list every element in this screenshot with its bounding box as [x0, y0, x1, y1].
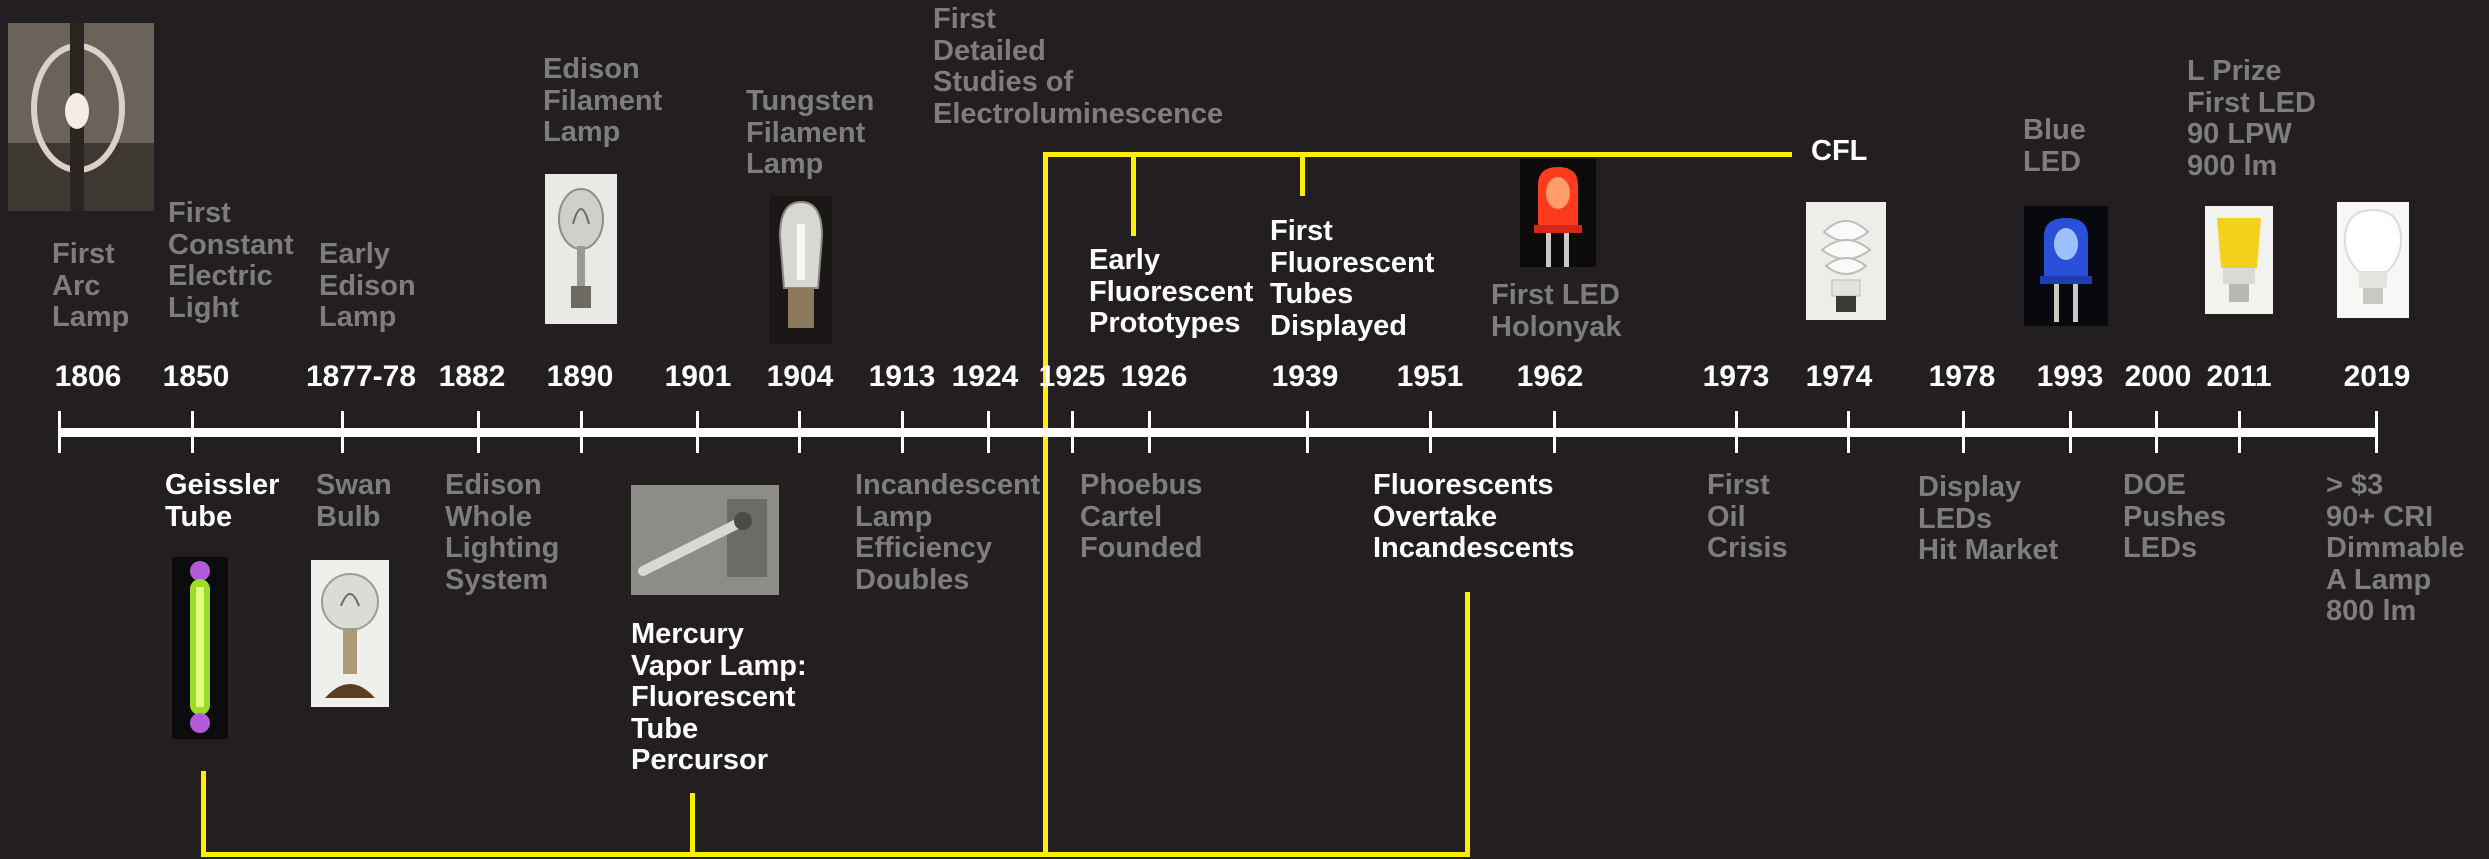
connector-line	[203, 852, 1469, 857]
year-label: 1993	[2037, 360, 2104, 394]
arc-lamp-photo	[8, 23, 154, 211]
year-label: 1890	[547, 360, 614, 394]
axis-tick	[2375, 411, 2378, 453]
event-label: CFL	[1811, 136, 1867, 168]
event-label: DOE Pushes LEDs	[2123, 470, 2226, 565]
year-label: 1877-78	[306, 360, 416, 394]
year-label: 2011	[2206, 360, 2271, 394]
axis-tick	[2155, 411, 2158, 453]
red-led-photo	[1520, 159, 1596, 267]
event-label: L Prize First LED 90 LPW 900 lm	[2187, 56, 2316, 182]
event-label: Geissler Tube	[165, 470, 279, 533]
axis-tick	[798, 411, 801, 453]
year-label: 1850	[163, 360, 230, 394]
event-label: First Detailed Studies of Electrolumines…	[933, 4, 1223, 130]
axis-tick	[987, 411, 990, 453]
year-label: 1924	[952, 360, 1019, 394]
year-label: 1806	[55, 360, 122, 394]
axis-tick	[341, 411, 344, 453]
year-label: 1925	[1039, 360, 1106, 394]
event-label: Edison Filament Lamp	[543, 54, 662, 149]
event-label: Early Edison Lamp	[319, 239, 416, 334]
year-label: 1973	[1703, 360, 1770, 394]
a-lamp-led-bulb-photo	[2337, 202, 2409, 318]
event-label: Fluorescents Overtake Incandescents	[1373, 470, 1574, 565]
edison-filament-lamp-photo	[545, 174, 617, 324]
year-label: 1974	[1806, 360, 1873, 394]
connector-line	[1300, 152, 1305, 196]
axis-tick	[2069, 411, 2072, 453]
event-label: Early Fluorescent Prototypes	[1089, 245, 1253, 340]
year-label: 2000	[2125, 360, 2192, 394]
event-label: First Arc Lamp	[52, 239, 129, 334]
event-label: Blue LED	[2023, 115, 2086, 178]
year-label: 1901	[665, 360, 732, 394]
axis-tick	[2238, 411, 2241, 453]
axis-tick	[1962, 411, 1965, 453]
connector-line	[1043, 152, 1048, 856]
axis-tick	[1071, 411, 1074, 453]
connector-line	[690, 793, 695, 857]
mercury-vapor-lamp-photo	[631, 485, 779, 595]
event-label: First Constant Electric Light	[168, 198, 294, 324]
year-label: 1926	[1121, 360, 1188, 394]
axis-tick	[696, 411, 699, 453]
axis-tick	[1847, 411, 1850, 453]
event-label: First LED Holonyak	[1491, 280, 1622, 343]
event-label: Display LEDs Hit Market	[1918, 472, 2058, 567]
event-label: Edison Whole Lighting System	[445, 470, 559, 596]
connector-line	[201, 771, 206, 857]
event-label: First Fluorescent Tubes Displayed	[1270, 216, 1434, 342]
event-label: Phoebus Cartel Founded	[1080, 470, 1202, 565]
event-label: First Oil Crisis	[1707, 470, 1788, 565]
timeline-axis	[58, 428, 2378, 437]
axis-tick	[1429, 411, 1432, 453]
connector-line	[1465, 592, 1470, 857]
geissler-tube-photo	[172, 557, 228, 739]
year-label: 1939	[1272, 360, 1339, 394]
l-prize-led-bulb-photo	[2205, 206, 2273, 314]
axis-tick	[1306, 411, 1309, 453]
axis-tick	[1553, 411, 1556, 453]
connector-line	[1046, 152, 1792, 157]
axis-tick	[191, 411, 194, 453]
year-label: 1951	[1397, 360, 1464, 394]
axis-tick	[1148, 411, 1151, 453]
connector-line	[1131, 152, 1136, 236]
tungsten-lamp-photo	[770, 196, 832, 344]
axis-tick	[1735, 411, 1738, 453]
event-label: Incandescent Lamp Efficiency Doubles	[855, 470, 1040, 596]
axis-tick	[58, 411, 61, 453]
event-label: Tungsten Filament Lamp	[746, 86, 874, 181]
axis-tick	[580, 411, 583, 453]
year-label: 1913	[869, 360, 936, 394]
year-label: 1904	[767, 360, 834, 394]
axis-tick	[477, 411, 480, 453]
year-label: 1978	[1929, 360, 1996, 394]
cfl-bulb-photo	[1806, 202, 1886, 320]
axis-tick	[901, 411, 904, 453]
blue-led-photo	[2024, 206, 2108, 326]
event-label: Swan Bulb	[316, 470, 392, 533]
year-label: 2019	[2344, 360, 2411, 394]
year-label: 1962	[1517, 360, 1584, 394]
event-label: > $3 90+ CRI Dimmable A Lamp 800 lm	[2326, 470, 2465, 628]
swan-bulb-photo	[311, 560, 389, 707]
event-label: Mercury Vapor Lamp: Fluorescent Tube Per…	[631, 619, 807, 777]
year-label: 1882	[439, 360, 506, 394]
